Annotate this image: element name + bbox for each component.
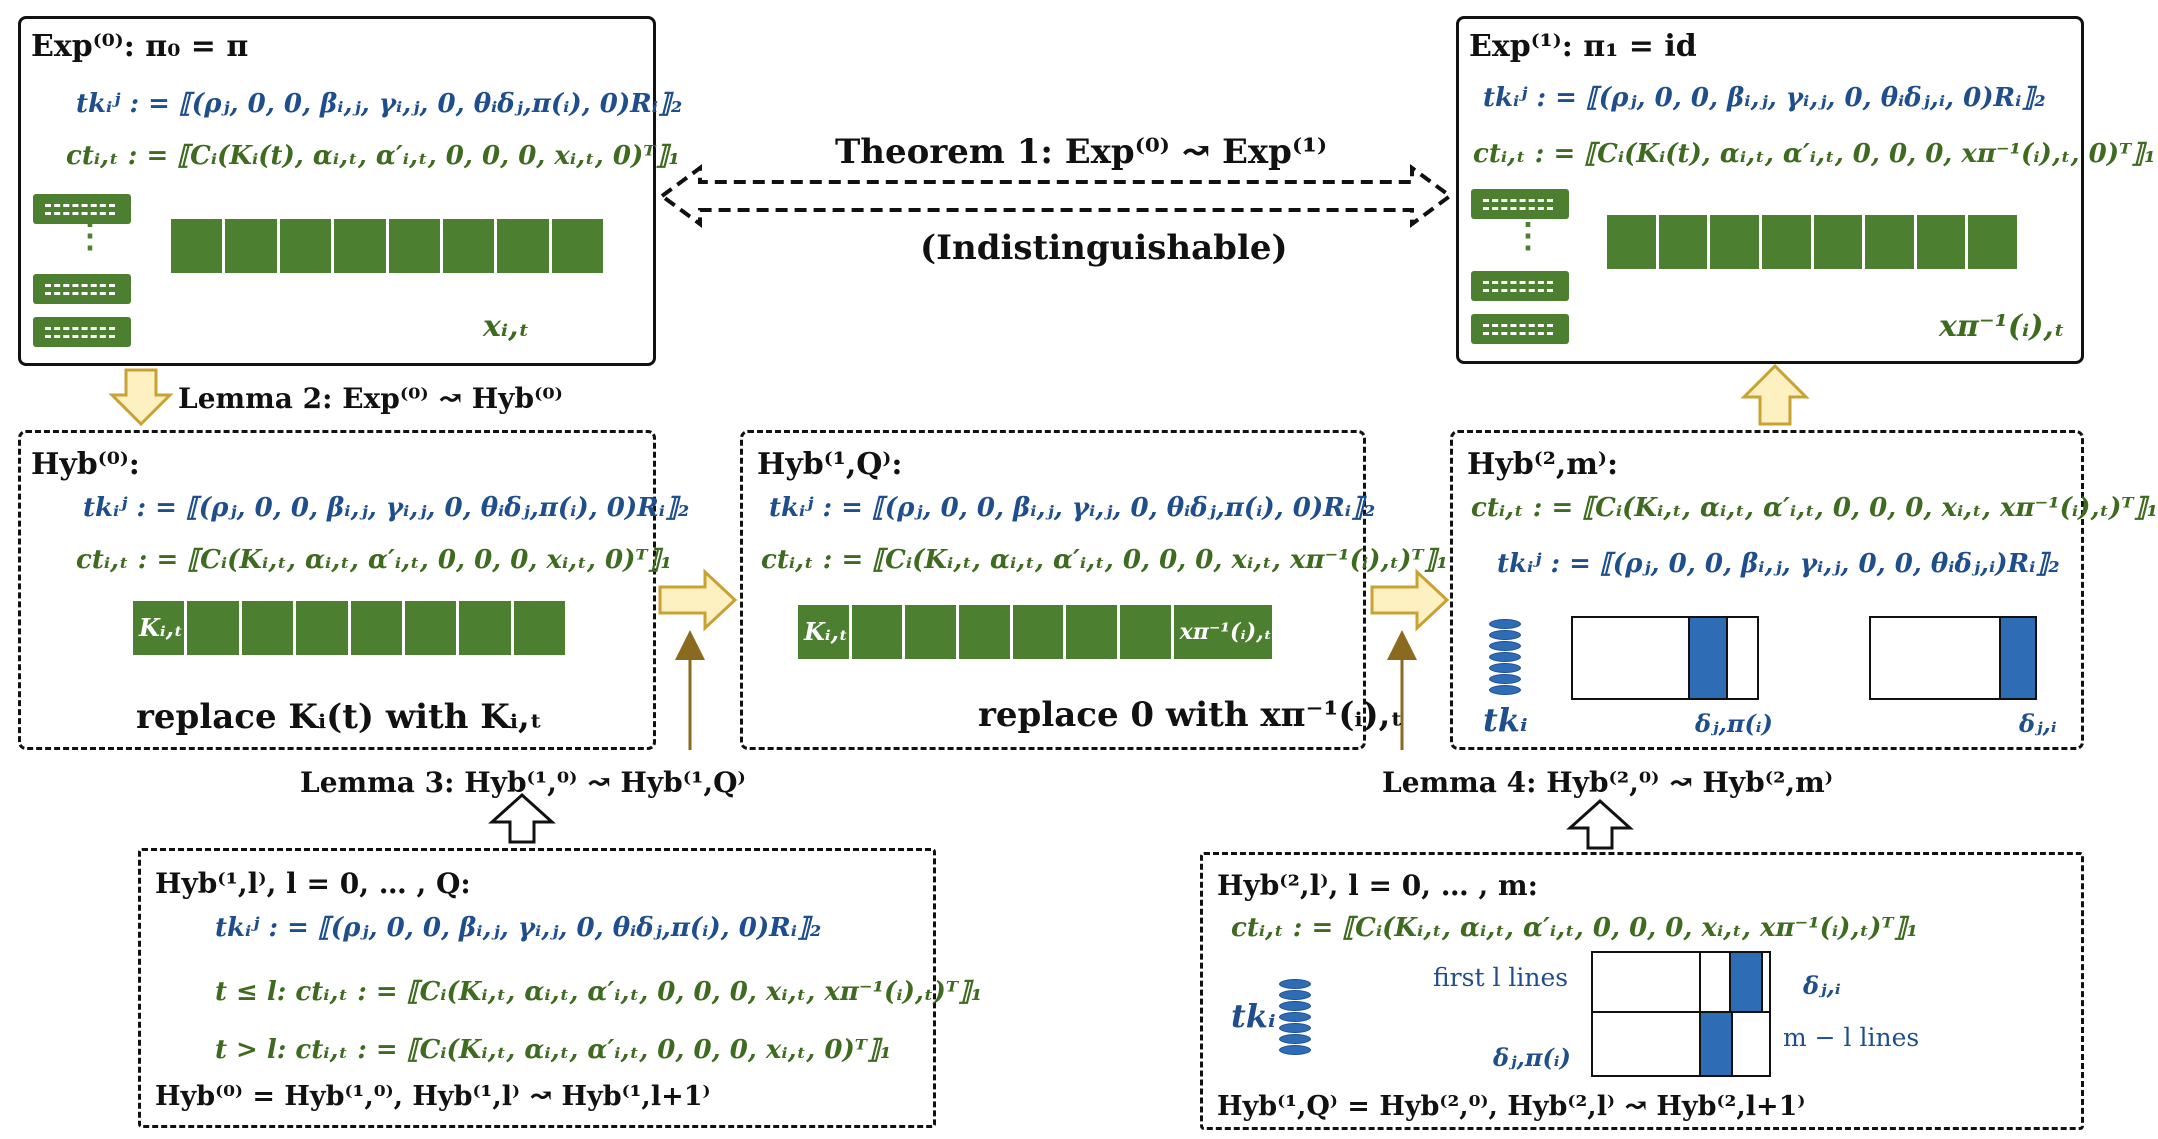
hyb2m-delta-left: δⱼ,π(ᵢ)	[1695, 709, 1773, 738]
exp0-vector-bar	[171, 219, 603, 273]
hyb2l-matrix-divider	[1593, 1011, 1769, 1013]
hyb2m-ct-equation: ctᵢ,ₜ : = ⟦Cᵢ(Kᵢ,ₜ, αᵢ,ₜ, α′ᵢ,ₜ, 0, 0, 0…	[1471, 493, 2158, 523]
exp0-doc-icon-1	[33, 194, 131, 224]
exp1-doc-icon-3	[1471, 314, 1569, 344]
hyb1q-title: Hyb⁽¹,Q⁾:	[757, 447, 903, 482]
theorem-title: Theorem 1: Exp⁽⁰⁾ ↝ Exp⁽¹⁾	[835, 132, 1328, 172]
exp0-ct-equation: ctᵢ,ₜ : = ⟦Cᵢ(Kᵢ(t), αᵢ,ₜ, α′ᵢ,ₜ, 0, 0, …	[66, 141, 680, 171]
exp1-vector-bar	[1607, 215, 2017, 269]
hyb1q-note: replace 0 with xπ⁻¹(ᵢ),ₜ	[978, 695, 1404, 735]
hyb0-note: replace Kᵢ(t) with Kᵢ,ₜ	[136, 697, 543, 737]
lemma2-down-arrow	[108, 368, 174, 427]
hyb0-title: Hyb⁽⁰⁾:	[31, 447, 140, 482]
hyb2m-tk-label: tkᵢ	[1483, 701, 1528, 739]
hyb2m-after-highlight	[1999, 618, 2035, 698]
hyb2l-panel: Hyb⁽²,l⁾, l = 0, … , m: ctᵢ,ₜ : = ⟦Cᵢ(Kᵢ…	[1200, 852, 2084, 1130]
theorem-subtitle: (Indistinguishable)	[920, 228, 1288, 268]
exp1-doc-icon-2	[1471, 271, 1569, 301]
exp1-tk-equation: tkᵢʲ : = ⟦(ρⱼ, 0, 0, βᵢ,ⱼ, γᵢ,ⱼ, 0, θᵢδⱼ…	[1483, 83, 2046, 113]
lemma4-label: Lemma 4: Hyb⁽²,⁰⁾ ↝ Hyb⁽²,m⁾	[1382, 766, 1834, 799]
lemma2-label: Lemma 2: Exp⁽⁰⁾ ↝ Hyb⁽⁰⁾	[178, 382, 563, 415]
lemma4-up-arrow	[1566, 798, 1634, 850]
hyb2l-delta-bottom: δⱼ,π(ᵢ)	[1493, 1043, 1571, 1072]
exp1-cell-label: xπ⁻¹(ᵢ),ₜ	[1939, 309, 2065, 344]
exp0-vdots-icon: ⋮	[73, 216, 107, 256]
hyb2l-tk-label: tkᵢ	[1231, 997, 1276, 1035]
hyb0-panel: Hyb⁽⁰⁾: tkᵢʲ : = ⟦(ρⱼ, 0, 0, βᵢ,ⱼ, γᵢ,ⱼ,…	[18, 430, 689, 750]
hyb2m-title: Hyb⁽²,m⁾:	[1467, 447, 1619, 482]
theorem-double-arrow	[658, 164, 1454, 228]
exp1-doc-icon-1	[1471, 189, 1569, 219]
hyb2m-to-exp1-arrow	[1740, 363, 1810, 426]
exp0-tk-equation: tkᵢʲ : = ⟦(ρⱼ, 0, 0, βᵢ,ⱼ, γᵢ,ⱼ, 0, θᵢδⱼ…	[76, 89, 683, 119]
hyb2m-matrix-before	[1571, 616, 1759, 700]
exp0-doc-icon-3	[33, 317, 131, 347]
hyb2l-footer: Hyb⁽¹,Q⁾ = Hyb⁽²,⁰⁾, Hyb⁽²,l⁾ ↝ Hyb⁽²,l+…	[1217, 1091, 1806, 1122]
hyb2m-before-highlight	[1688, 618, 1728, 698]
lemma3-up-arrow	[488, 792, 556, 844]
exp0-panel: Exp⁽⁰⁾: π₀ = π tkᵢʲ : = ⟦(ρⱼ, 0, 0, βᵢ,ⱼ…	[18, 16, 682, 366]
hyb2l-token-stack-icon	[1279, 979, 1311, 1056]
exp0-title: Exp⁽⁰⁾: π₀ = π	[31, 29, 249, 64]
hyb2m-token-stack-icon	[1489, 619, 1521, 696]
exp0-cell-label: xᵢ,ₜ	[483, 309, 530, 344]
hyb1l-panel: Hyb⁽¹,l⁾, l = 0, … , Q: tkᵢʲ : = ⟦(ρⱼ, 0…	[138, 848, 982, 1128]
lemma3-label: Lemma 3: Hyb⁽¹,⁰⁾ ↝ Hyb⁽¹,Q⁾	[300, 766, 746, 799]
hyb1q-cell-x: xπ⁻¹(ᵢ),ₜ	[1173, 605, 1272, 659]
hyb2l-matrix-col	[1699, 953, 1701, 1011]
hyb1q-tk-equation: tkᵢʲ : = ⟦(ρⱼ, 0, 0, βᵢ,ⱼ, γᵢ,ⱼ, 0, θᵢδⱼ…	[769, 493, 1376, 523]
hyb1l-ct-gt-equation: t > l: ctᵢ,ₜ : = ⟦Cᵢ(Kᵢ,ₜ, αᵢ,ₜ, α′ᵢ,ₜ, …	[215, 1035, 892, 1065]
hyb2l-first-lines: first l lines	[1433, 963, 1569, 992]
hyb1l-tk-equation: tkᵢʲ : = ⟦(ρⱼ, 0, 0, βᵢ,ⱼ, γᵢ,ⱼ, 0, θᵢδⱼ…	[215, 913, 822, 943]
exp1-title: Exp⁽¹⁾: π₁ = id	[1469, 29, 1697, 64]
hyb2m-matrix-after	[1869, 616, 2037, 700]
hyb0-cell-k: Kᵢ,ₜ	[133, 601, 188, 655]
hyb1q-vector-bar: Kᵢ,ₜ xπ⁻¹(ᵢ),ₜ	[798, 605, 1272, 659]
hyb2m-delta-right: δⱼ,ᵢ	[2019, 709, 2057, 738]
hyb0-ct-equation: ctᵢ,ₜ : = ⟦Cᵢ(Kᵢ,ₜ, αᵢ,ₜ, α′ᵢ,ₜ, 0, 0, 0…	[76, 545, 672, 575]
hyb0-tk-equation: tkᵢʲ : = ⟦(ρⱼ, 0, 0, βᵢ,ⱼ, γᵢ,ⱼ, 0, θᵢδⱼ…	[83, 493, 690, 523]
hyb2l-title: Hyb⁽²,l⁾, l = 0, … , m:	[1217, 869, 1538, 902]
exp1-ct-equation: ctᵢ,ₜ : = ⟦Cᵢ(Kᵢ(t), αᵢ,ₜ, α′ᵢ,ₜ, 0, 0, …	[1473, 139, 2156, 169]
exp1-panel: Exp⁽¹⁾: π₁ = id tkᵢʲ : = ⟦(ρⱼ, 0, 0, βᵢ,…	[1456, 16, 2156, 364]
hyb2l-top-highlight	[1729, 953, 1763, 1011]
hyb1q-panel: Hyb⁽¹,Q⁾: tkᵢʲ : = ⟦(ρⱼ, 0, 0, βᵢ,ⱼ, γᵢ,…	[740, 430, 1448, 750]
hyb0-to-hyb1q-arrow	[658, 568, 738, 632]
hyb2l-bottom-highlight	[1699, 1011, 1733, 1075]
exp0-doc-icon-2	[33, 274, 131, 304]
hyb2l-ct-equation: ctᵢ,ₜ : = ⟦Cᵢ(Kᵢ,ₜ, αᵢ,ₜ, α′ᵢ,ₜ, 0, 0, 0…	[1231, 913, 1918, 943]
hyb1q-to-hyb2m-arrow	[1370, 568, 1450, 632]
exp1-vdots-icon: ⋮	[1511, 216, 1545, 256]
hyb2m-tk-equation: tkᵢʲ : = ⟦(ρⱼ, 0, 0, βᵢ,ⱼ, γᵢ,ⱼ, 0, 0, θ…	[1497, 549, 2060, 579]
hyb2l-delta-top: δⱼ,ᵢ	[1803, 971, 1841, 1000]
hyb1q-cell-k: Kᵢ,ₜ	[798, 605, 852, 659]
hyb1l-ct-le-equation: t ≤ l: ctᵢ,ₜ : = ⟦Cᵢ(Kᵢ,ₜ, αᵢ,ₜ, α′ᵢ,ₜ, …	[215, 977, 983, 1007]
hyb2l-matrix	[1591, 951, 1771, 1077]
hyb1l-footer: Hyb⁽⁰⁾ = Hyb⁽¹,⁰⁾, Hyb⁽¹,l⁾ ↝ Hyb⁽¹,l+1⁾	[155, 1081, 711, 1112]
hyb1l-title: Hyb⁽¹,l⁾, l = 0, … , Q:	[155, 867, 471, 900]
hyb0-vector-bar: Kᵢ,ₜ	[133, 601, 565, 655]
hyb1q-ct-equation: ctᵢ,ₜ : = ⟦Cᵢ(Kᵢ,ₜ, αᵢ,ₜ, α′ᵢ,ₜ, 0, 0, 0…	[761, 545, 1448, 575]
hyb2l-rest-lines: m − l lines	[1783, 1023, 1920, 1052]
hyb2m-panel: Hyb⁽²,m⁾: ctᵢ,ₜ : = ⟦Cᵢ(Kᵢ,ₜ, αᵢ,ₜ, α′ᵢ,…	[1450, 430, 2158, 750]
